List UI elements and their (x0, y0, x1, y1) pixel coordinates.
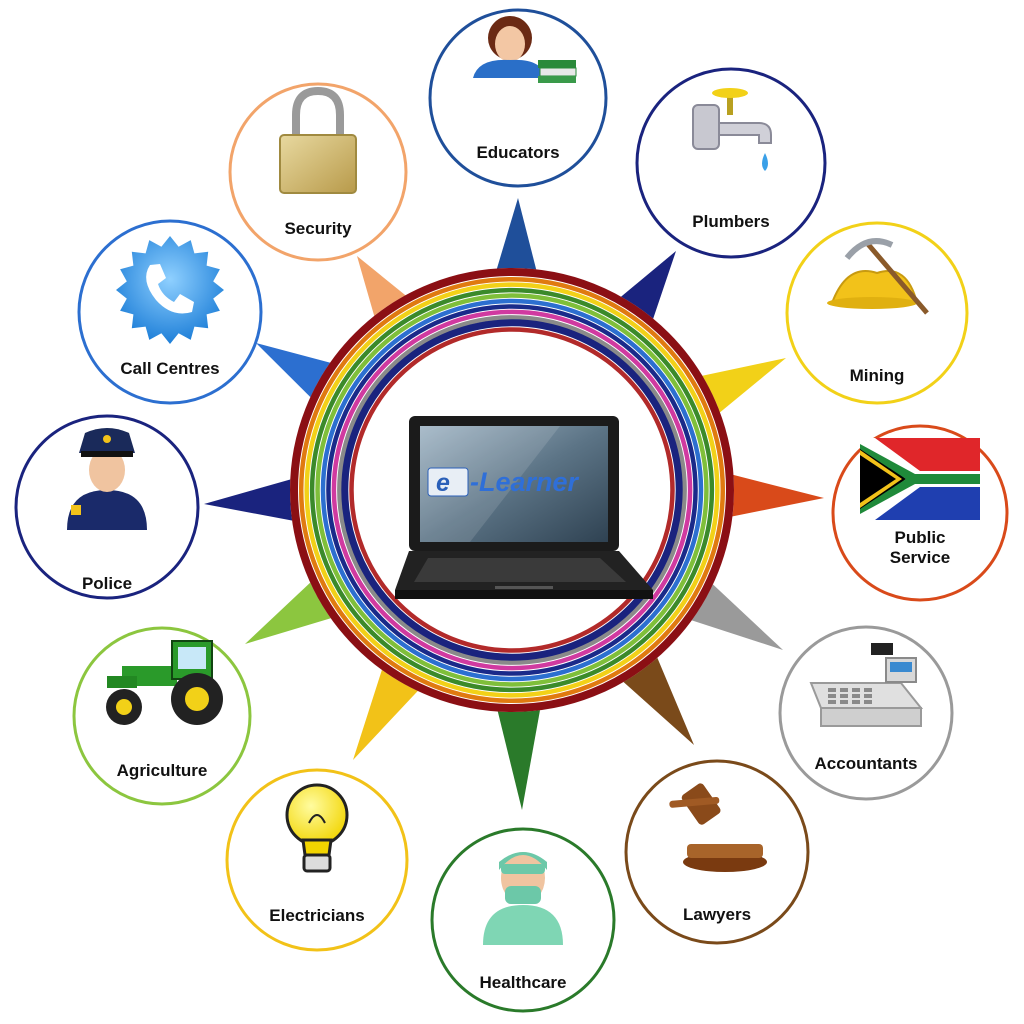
ring-8 (337, 315, 687, 665)
spike-public-service (709, 469, 824, 522)
node-label-call-centres: Call Centres (120, 359, 219, 378)
node-label-accountants: Accountants (815, 754, 918, 773)
south-africa-flag-icon (860, 438, 980, 520)
gold-pickaxe-icon (827, 238, 929, 315)
ring-2 (304, 282, 720, 698)
cash-register-icon (809, 643, 924, 727)
node-label-educators: Educators (476, 143, 559, 162)
node-electricians[interactable]: Electricians (225, 768, 409, 952)
profession-nodes: EducatorsPlumbersMiningPublicServiceAcco… (14, 8, 1009, 1013)
node-label-healthcare: Healthcare (480, 973, 567, 992)
node-circle-educators (428, 8, 608, 188)
spike-healthcare (492, 687, 545, 810)
ring-4 (315, 293, 709, 687)
node-label-public-service: Service (890, 548, 951, 567)
padlock-icon (279, 86, 357, 194)
ring-3 (309, 287, 715, 693)
node-circle-mining (785, 221, 969, 405)
node-mining[interactable]: Mining (785, 221, 969, 405)
node-label-public-service: Public (894, 528, 945, 547)
ring-10 (349, 327, 675, 653)
node-call-centres[interactable]: Call Centres (77, 219, 263, 405)
brand-text: -Learner (470, 467, 580, 497)
tractor-icon (106, 640, 223, 725)
teacher-icon (473, 16, 577, 83)
laptop-icon (395, 416, 653, 599)
node-police[interactable]: Police (14, 414, 200, 600)
node-security[interactable]: Security (228, 82, 408, 262)
ring-6 (326, 304, 698, 676)
ring-5 (320, 298, 704, 682)
ring-0 (290, 268, 734, 712)
spike-police (204, 473, 316, 525)
node-educators[interactable]: Educators (428, 8, 608, 188)
node-label-electricians: Electricians (269, 906, 364, 925)
gavel-icon (669, 783, 767, 872)
node-accountants[interactable]: Accountants (778, 625, 954, 801)
node-label-plumbers: Plumbers (692, 212, 769, 231)
node-label-mining: Mining (850, 366, 905, 385)
node-agriculture[interactable]: Agriculture (72, 626, 252, 806)
ring-1 (298, 276, 726, 704)
surgeon-icon (483, 852, 563, 945)
node-label-police: Police (82, 574, 132, 593)
telephone-icon (116, 236, 224, 344)
node-label-security: Security (284, 219, 352, 238)
node-healthcare[interactable]: Healthcare (430, 827, 616, 1013)
ring-7 (331, 309, 693, 671)
police-officer-icon (67, 428, 147, 530)
brand-letter: e (436, 469, 450, 497)
ring-9 (341, 319, 683, 661)
node-plumbers[interactable]: Plumbers (635, 67, 827, 259)
node-label-agriculture: Agriculture (117, 761, 208, 780)
node-label-lawyers: Lawyers (683, 905, 751, 924)
center-laptop: e -Learner (395, 416, 653, 599)
light-bulb-icon (285, 783, 349, 873)
faucet-icon (692, 88, 772, 171)
brand-logo: e -Learner (427, 467, 580, 497)
node-circle-plumbers (635, 67, 827, 259)
node-lawyers[interactable]: Lawyers (624, 759, 810, 945)
